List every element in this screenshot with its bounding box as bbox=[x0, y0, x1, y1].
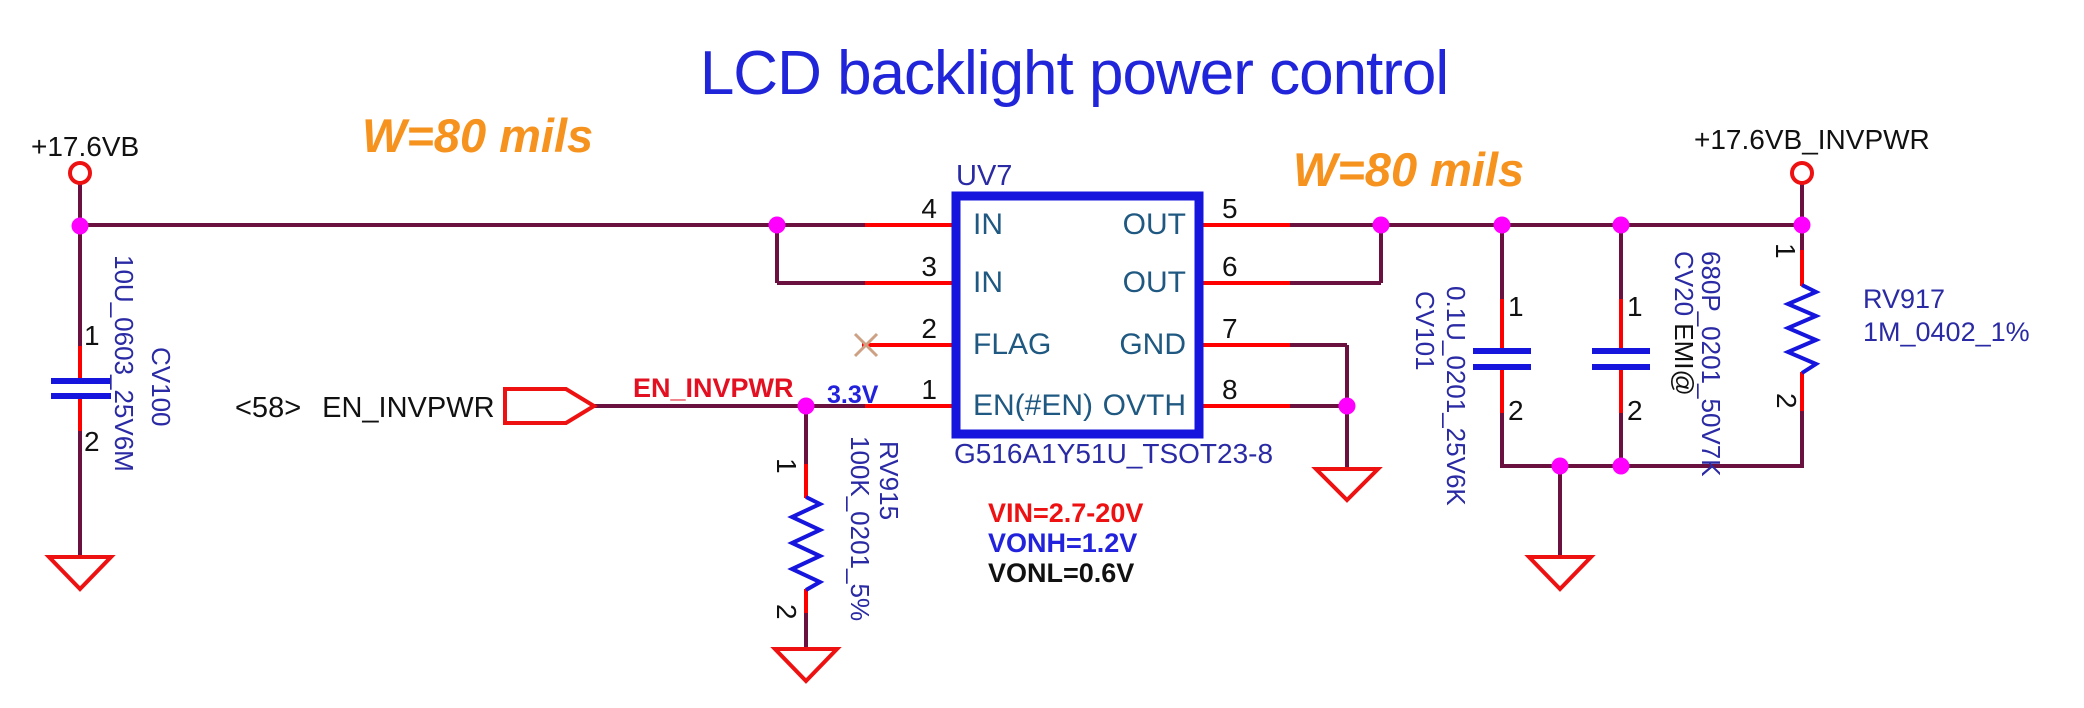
cv101-pin1-number: 1 bbox=[1508, 291, 1524, 322]
page-title: LCD backlight power control bbox=[699, 39, 1449, 108]
cv20-refdes-text: CV20 bbox=[1669, 251, 1699, 317]
junction-dot bbox=[768, 216, 786, 234]
note-vonl: VONL=0.6V bbox=[988, 558, 1135, 588]
capacitor-cv101[interactable] bbox=[1473, 348, 1531, 370]
sheet-ref-signal: EN_INVPWR bbox=[322, 392, 495, 424]
junction-dots bbox=[71, 216, 1811, 475]
cv101-refdes: CV101 bbox=[1410, 291, 1440, 371]
junction-dot bbox=[797, 397, 815, 415]
pin-name-flag: FLAG bbox=[973, 328, 1052, 361]
rv917-value: 1M_0402_1% bbox=[1863, 317, 2030, 347]
junction-dot bbox=[1793, 216, 1811, 234]
gnd-symbol[interactable] bbox=[1524, 555, 1596, 592]
net-label-en-invpwr: EN_INVPWR bbox=[633, 373, 794, 403]
gnd-symbol[interactable] bbox=[44, 555, 116, 592]
ic-body[interactable] bbox=[951, 191, 1204, 439]
rv917-pin2-number: 2 bbox=[1771, 393, 1802, 409]
ic-refdes: UV7 bbox=[956, 160, 1013, 192]
pin-number-3: 3 bbox=[921, 251, 937, 282]
rv915-value: 100K_0201_5% bbox=[845, 436, 875, 622]
pin-number-1: 1 bbox=[921, 374, 937, 405]
rv915-refdes: RV915 bbox=[874, 441, 904, 521]
pin-name-in-3: IN bbox=[973, 266, 1003, 299]
cv100-refdes: CV100 bbox=[146, 347, 176, 427]
resistor-rv917[interactable] bbox=[1782, 283, 1822, 375]
rv917-refdes: RV917 bbox=[1863, 284, 1946, 314]
pin-name-en: EN(#EN) bbox=[973, 389, 1094, 422]
sheet-ref-number: <58> bbox=[235, 392, 302, 424]
resistor-rv915[interactable] bbox=[787, 495, 825, 592]
rv917-pin1-number: 1 bbox=[1770, 243, 1801, 259]
rv915-pin2-number: 2 bbox=[771, 604, 802, 620]
cv101-value: 0.1U_0201_25V6K bbox=[1441, 286, 1471, 506]
pin-number-7: 7 bbox=[1222, 313, 1238, 344]
pin-name-out-6: OUT bbox=[1122, 266, 1186, 299]
pin-name-in-4: IN bbox=[973, 208, 1003, 241]
junction-dot bbox=[1612, 457, 1630, 475]
gnd-symbol[interactable] bbox=[770, 647, 842, 684]
gnd-symbol[interactable] bbox=[1311, 467, 1383, 503]
pin-number-2: 2 bbox=[921, 313, 937, 344]
trace-width-note-right: W=80 mils bbox=[1293, 143, 1525, 196]
junction-dot bbox=[1493, 216, 1511, 234]
capacitor-cv100[interactable] bbox=[51, 378, 111, 399]
cv100-value: 10U_0603_25V6M bbox=[109, 255, 139, 472]
capacitor-cv20[interactable] bbox=[1592, 348, 1650, 370]
junction-dot bbox=[1551, 457, 1569, 475]
voltage-note-en: 3.3V bbox=[827, 381, 879, 409]
junction-dot bbox=[1372, 216, 1390, 234]
cv20-pin1-number: 1 bbox=[1627, 291, 1643, 322]
pin-stubs bbox=[78, 223, 1804, 613]
ic-part-number: G516A1Y51U_TSOT23-8 bbox=[954, 438, 1274, 469]
offpage-reference: <58> EN_INVPWR bbox=[235, 392, 495, 425]
cv100-pin1-number: 1 bbox=[84, 320, 100, 351]
junction-dot bbox=[1612, 216, 1630, 234]
cv20-emi-flag: EMI@ bbox=[1669, 323, 1699, 396]
pin-number-8: 8 bbox=[1222, 374, 1238, 405]
pin-name-out-5: OUT bbox=[1122, 208, 1186, 241]
rv915-pin1-number: 1 bbox=[771, 458, 802, 474]
power-terminal-in[interactable] bbox=[68, 161, 92, 185]
offpage-connector[interactable] bbox=[503, 387, 598, 425]
note-vonh: VONH=1.2V bbox=[988, 528, 1138, 558]
wires bbox=[78, 183, 1804, 651]
note-vin-range: VIN=2.7-20V bbox=[988, 498, 1144, 528]
cv20-refdes: CV20 EMI@ bbox=[1669, 251, 1699, 396]
junction-dot bbox=[1338, 397, 1356, 415]
cv100-pin2-number: 2 bbox=[84, 426, 100, 457]
cv20-value: 680P_0201_50V7K bbox=[1696, 251, 1726, 477]
noconnect-cross bbox=[853, 332, 879, 358]
power-terminal-out[interactable] bbox=[1790, 161, 1814, 185]
pin-name-gnd: GND bbox=[1119, 328, 1186, 361]
pin-name-ovth: OVTH bbox=[1102, 389, 1186, 422]
pin-number-4: 4 bbox=[921, 193, 937, 224]
rv917-label-block: RV917 1M_0402_1% bbox=[1863, 283, 2030, 349]
junction-dot bbox=[71, 217, 89, 235]
cv101-pin2-number: 2 bbox=[1508, 395, 1524, 426]
power-net-label-in: +17.6VB bbox=[31, 131, 140, 162]
power-net-label-out: +17.6VB_INVPWR bbox=[1694, 124, 1930, 155]
pin-number-6: 6 bbox=[1222, 251, 1238, 282]
cv20-pin2-number: 2 bbox=[1627, 395, 1643, 426]
pin-number-5: 5 bbox=[1222, 193, 1238, 224]
trace-width-note-left: W=80 mils bbox=[362, 109, 594, 162]
